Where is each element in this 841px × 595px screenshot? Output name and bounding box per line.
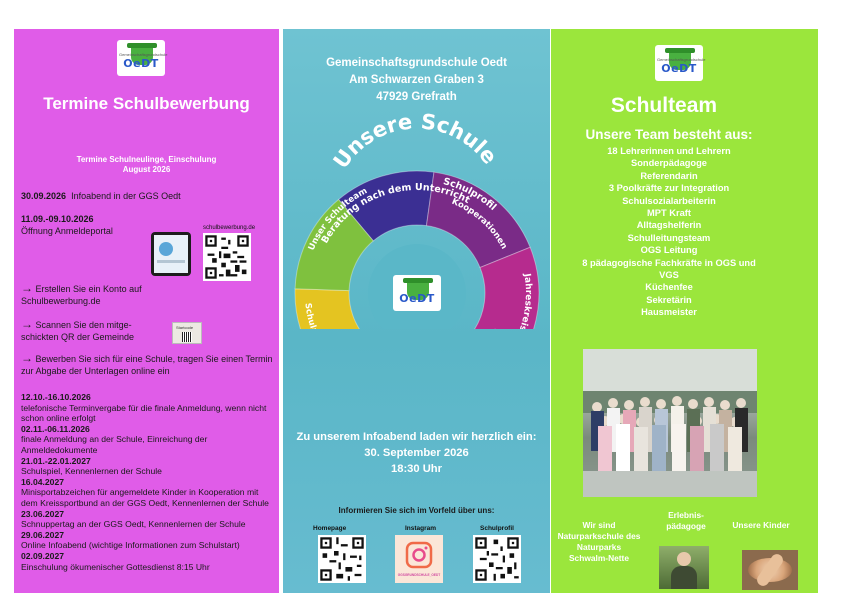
qr-caption: schulbewerbung.de bbox=[203, 225, 256, 231]
homepage-qr-code[interactable] bbox=[318, 535, 366, 583]
middle-panel-schule: Gemeinschaftsgrundschule Oedt Am Schwarz… bbox=[283, 29, 550, 593]
school-name: Gemeinschaftsgrundschule Oedt bbox=[326, 57, 507, 69]
infoabend-date: 30. September 2026 bbox=[364, 447, 469, 459]
segment-schulteam bbox=[294, 198, 374, 292]
wheel-title: Unsere Schule bbox=[329, 109, 502, 172]
schulprofil-qr-code[interactable] bbox=[473, 535, 521, 583]
event-anmeldeportal: 11.09.-09.10.2026 Öffnung Anmeldeportal bbox=[21, 214, 113, 236]
kinder-text: Unsere Kinder bbox=[732, 520, 790, 530]
team-item: Sonderpädagoge bbox=[631, 158, 707, 169]
team-item: 3 Poolkräfte zur Integration bbox=[608, 183, 730, 194]
team-list: 18 Lehrerinnen und Lehrern Sonderpädagog… bbox=[579, 145, 759, 319]
event-infoabend: 30.09.2026 Infoabend in der GGS Oedt bbox=[21, 191, 181, 201]
left-subtitle: Termine Schulneulinge, Einschulung Augus… bbox=[76, 155, 217, 174]
segment-unterricht bbox=[337, 170, 435, 242]
right-title: Schulteam bbox=[610, 94, 718, 117]
school-city: 47929 Grefrath bbox=[376, 91, 457, 103]
center-school-logo: OeDT bbox=[393, 275, 441, 311]
naturpark-text: Wir sind Naturparkschule des Naturparks … bbox=[557, 520, 641, 563]
team-item: Sekretärin bbox=[646, 294, 692, 305]
tablet-image bbox=[151, 232, 191, 276]
team-item: 18 Lehrerinnen und Lehrern bbox=[607, 146, 731, 156]
arrow-right-icon: → bbox=[21, 281, 33, 295]
team-item: Schulleitungsteam bbox=[627, 232, 711, 243]
team-people bbox=[583, 349, 757, 497]
kinder-hands-photo bbox=[742, 550, 798, 590]
school-address: Gemeinschaftsgrundschule Oedt Am Schwarz… bbox=[283, 55, 550, 106]
segment-schulalltag bbox=[294, 288, 360, 329]
school-logo: Gemeinschaftsgrundschule OeDT bbox=[117, 40, 167, 76]
team-item: 8 pädagogische Fachkräfte in OGS und VGS bbox=[582, 257, 756, 281]
step-qr-scannen: → Scannen Sie den mitge-schickten QR der… bbox=[21, 317, 135, 342]
right-panel-schulteam: Gemeinschaftsgrundschule OeDT Schulteam … bbox=[551, 29, 818, 593]
team-item: Hausmeister bbox=[641, 307, 697, 318]
arrow-right-icon: → bbox=[21, 317, 33, 331]
segment-jahreskreislauf bbox=[474, 246, 540, 329]
instagram-icon bbox=[405, 541, 433, 569]
left-panel-termine: Gemeinschaftsgrundschule OeDT Termine Sc… bbox=[14, 29, 279, 593]
schulbewerbung-qr-code[interactable] bbox=[203, 233, 251, 281]
team-item: Alltagshelferin bbox=[636, 220, 702, 231]
arrow-right-icon: → bbox=[21, 351, 33, 365]
left-title: Termine Schulbewerbung bbox=[43, 94, 250, 113]
team-item: MPT Kraft bbox=[647, 208, 691, 219]
qr-label-schulprofil: Schulprofil bbox=[480, 525, 514, 532]
instagram-handle: GGSGRUNDSCHULE_OEDT bbox=[397, 573, 441, 577]
team-photo bbox=[583, 349, 757, 497]
team-item: OGS Leitung bbox=[640, 245, 698, 256]
erlebnispaedagoge-photo bbox=[659, 546, 709, 589]
infoabend-invite: Zu unserem Infoabend laden wir herzlich … bbox=[290, 429, 543, 477]
team-item: Schulsozialarbeiterin bbox=[622, 195, 716, 206]
step-bewerben: → Bewerben Sie sich für eine Schule, tra… bbox=[21, 351, 273, 376]
logo-wordmark: OeDT bbox=[123, 57, 159, 70]
school-logo: Gemeinschaftsgrundschule OeDT bbox=[655, 45, 705, 81]
step-konto: → Erstellen Sie ein Konto auf Schulbewer… bbox=[21, 281, 142, 306]
school-street: Am Schwarzen Graben 3 bbox=[349, 74, 484, 86]
startcode-card-image: Startcode bbox=[172, 322, 202, 344]
qr-label-instagram: Instagram bbox=[405, 525, 437, 532]
team-item: Referendarin bbox=[640, 170, 698, 181]
instagram-qr-code[interactable]: GGSGRUNDSCHULE_OEDT bbox=[395, 535, 443, 583]
team-item: Küchenfee bbox=[645, 282, 693, 293]
inform-text: Informieren Sie sich im Vorfeld über uns… bbox=[338, 506, 495, 515]
erlebnis-text: Erlebnis-pädagoge bbox=[666, 510, 706, 531]
right-subtitle: Unsere Team besteht aus: bbox=[585, 127, 753, 142]
segment-schulprofil bbox=[425, 171, 531, 269]
infoabend-time: 18:30 Uhr bbox=[391, 463, 442, 475]
qr-label-homepage: Homepage bbox=[313, 525, 347, 532]
